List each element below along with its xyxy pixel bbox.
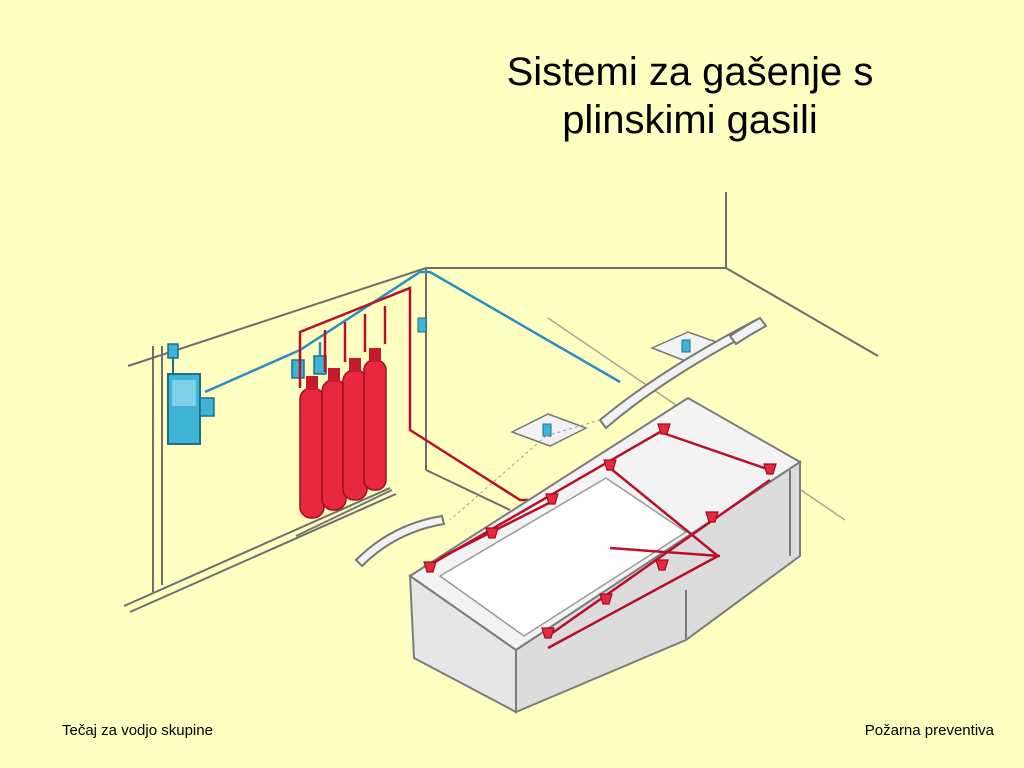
nozzle-icon — [655, 559, 669, 571]
gas-cylinder-icon — [299, 376, 325, 519]
gas-cylinder-icon — [363, 348, 387, 491]
actuator-icon — [291, 355, 327, 379]
nozzle-icon — [599, 593, 613, 605]
nozzles — [423, 423, 777, 639]
light-fixtures — [354, 316, 768, 568]
control-panel-icon — [167, 343, 215, 445]
detector-icon — [542, 423, 552, 437]
nozzle-icon — [423, 561, 437, 573]
slide-title: Sistemi za gašenje s plinskimi gasili — [470, 48, 910, 144]
nozzle-icon — [763, 463, 777, 475]
footer-topic: Požarna preventiva — [864, 722, 994, 739]
nozzle-icon — [545, 493, 559, 505]
nozzle-icon — [657, 423, 671, 435]
title-line-1: Sistemi za gašenje s — [506, 50, 874, 94]
detection-line — [204, 270, 621, 394]
distribution-pipes — [427, 430, 771, 650]
wall-fitting-icon — [417, 317, 427, 333]
enclosure — [408, 396, 802, 714]
gas-cylinders — [295, 348, 393, 537]
footer-course-name: Tečaj za vodjo skupine — [62, 722, 213, 739]
detector-icon — [681, 339, 691, 353]
nozzle-icon — [603, 459, 617, 471]
nozzle-icon — [485, 527, 499, 539]
nozzle-icon — [541, 627, 555, 639]
title-line-2: plinskimi gasili — [562, 98, 818, 142]
nozzle-icon — [705, 511, 719, 523]
